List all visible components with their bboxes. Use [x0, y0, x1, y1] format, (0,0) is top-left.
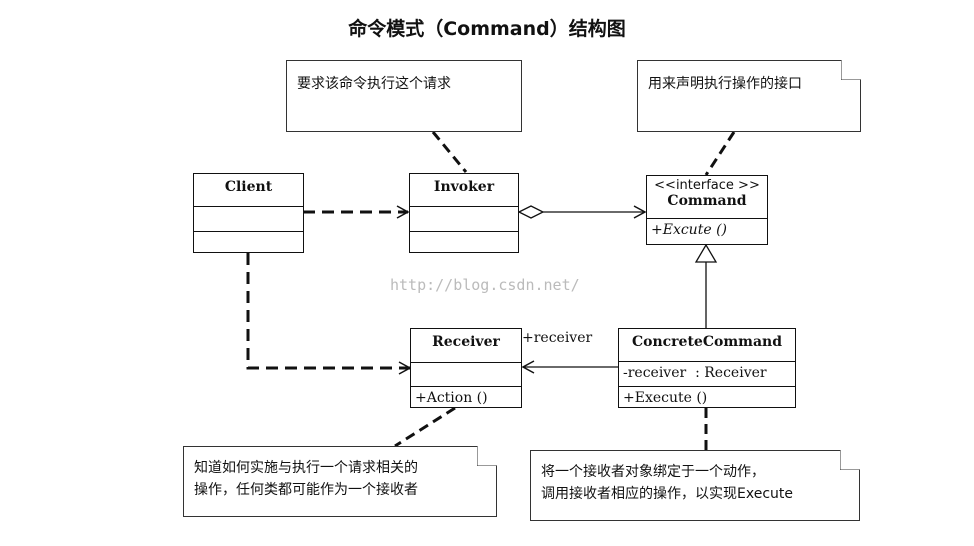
note-fold-icon [840, 450, 860, 470]
receiver-note: 知道如何实施与执行一个请求相关的 操作，任何类都可能作为一个接收者 [183, 446, 497, 517]
concrete-command-attribute: -receiver : Receiver [619, 362, 795, 387]
note-fold-icon [477, 446, 497, 466]
command-class-header: <<interface >> Command [647, 176, 767, 219]
generalization-triangle [694, 243, 718, 263]
receiver-note-link [394, 406, 456, 448]
client-methods [194, 232, 303, 256]
command-note-link [704, 131, 736, 176]
invoker-class: Invoker [409, 173, 519, 253]
concrete-command-class: ConcreteCommand -receiver : Receiver +Ex… [618, 328, 796, 408]
aggregation-diamond [517, 205, 545, 219]
association-role-label: +receiver [522, 330, 593, 346]
client-class: Client [193, 173, 304, 253]
receiver-class-name: Receiver [411, 329, 521, 363]
invoker-attributes [410, 207, 518, 232]
command-class-name: Command [667, 193, 747, 209]
invoker-note-link [431, 131, 468, 173]
receiver-class: Receiver +Action () [410, 328, 522, 408]
invoker-note: 要求该命令执行这个请求 [286, 60, 522, 132]
client-attributes [194, 207, 303, 232]
invoker-methods [410, 232, 518, 256]
concrete-command-class-name: ConcreteCommand [619, 329, 795, 362]
command-note-text: 用来声明执行操作的接口 [648, 76, 802, 92]
command-class: <<interface >> Command +Excute () [646, 175, 768, 245]
receiver-note-line1: 知道如何实施与执行一个请求相关的 [194, 460, 418, 476]
receiver-note-line2: 操作，任何类都可能作为一个接收者 [194, 482, 418, 498]
invoker-class-name: Invoker [410, 174, 518, 207]
concrete-note-line2: 调用接收者相应的操作，以实现Execute [541, 486, 793, 502]
receiver-method: +Action () [415, 390, 488, 406]
command-method: +Excute () [651, 222, 727, 238]
concrete-note: 将一个接收者对象绑定于一个动作， 调用接收者相应的操作，以实现Execute [530, 450, 860, 521]
client-class-name: Client [194, 174, 303, 207]
command-note: 用来声明执行操作的接口 [637, 60, 861, 132]
command-stereotype: <<interface >> [654, 178, 760, 193]
diagram-title: 命令模式（Command）结构图 [348, 18, 626, 40]
invoker-note-text: 要求该命令执行这个请求 [297, 76, 451, 92]
client-receiver-dependency [246, 253, 412, 375]
concrete-note-line1: 将一个接收者对象绑定于一个动作， [541, 464, 765, 480]
concrete-command-method: +Execute () [623, 390, 708, 406]
receiver-attributes [411, 363, 521, 387]
watermark-text: http://blog.csdn.net/ [390, 276, 580, 294]
note-fold-icon [841, 60, 861, 80]
